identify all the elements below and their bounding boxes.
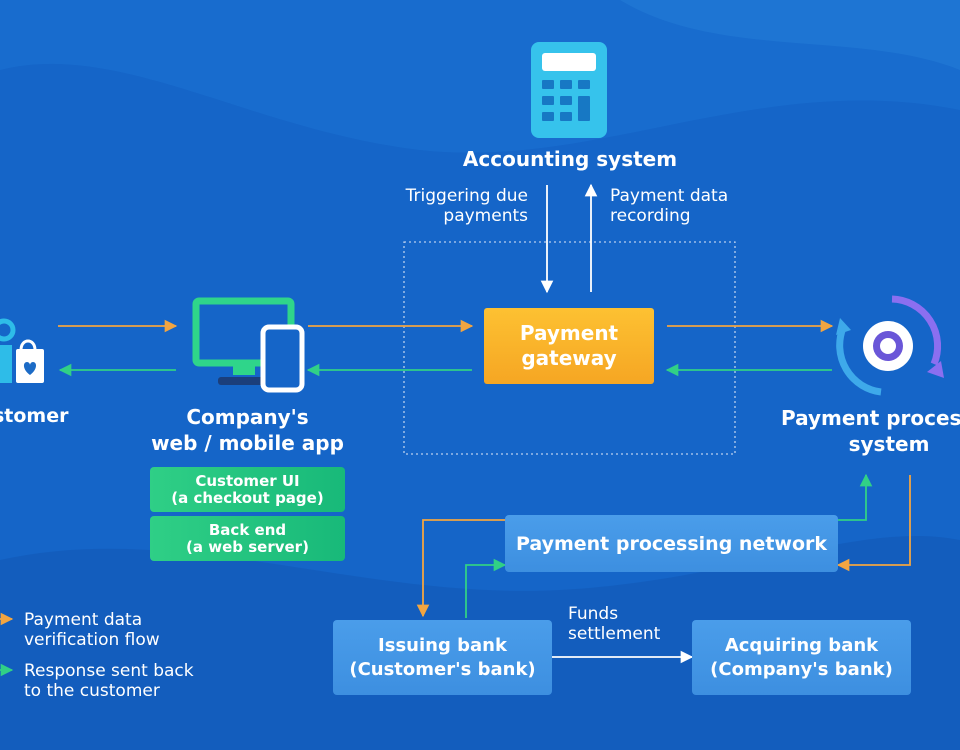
customer-bag-icon (0, 318, 44, 383)
back-end-box: Back end(a web server) (150, 516, 345, 561)
calculator-icon (531, 42, 607, 138)
payment-processing-network-box: Payment processing network (505, 515, 838, 572)
gateway-boundary (403, 241, 736, 455)
arrow-network-to-issuing (416, 519, 506, 618)
processor-sync-icon (836, 295, 944, 396)
arrow-issuing-to-network (465, 558, 507, 618)
customer-label: Customer (0, 405, 69, 427)
issuing-bank-box: Issuing bank(Customer's bank) (333, 620, 552, 695)
arrow-network-to-processor (838, 473, 873, 521)
customer-ui-box: Customer UI(a checkout page) (150, 467, 345, 512)
payment-processor-label: Payment processorsystem (781, 406, 960, 456)
arrow-processor-to-network (836, 475, 911, 572)
accounting-system-label: Accounting system (462, 147, 678, 171)
monitor-phone-icon (192, 297, 305, 393)
acquiring-bank-box: Acquiring bank(Company's bank) (692, 620, 911, 695)
